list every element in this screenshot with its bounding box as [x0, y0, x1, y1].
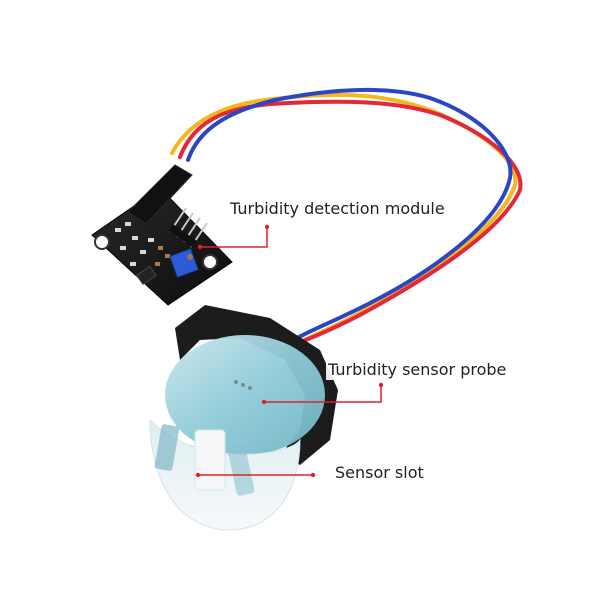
- callout-lines: [198, 227, 382, 476]
- label-turbidity-detection-module: Turbidity detection module: [228, 199, 447, 219]
- wire-red: [178, 99, 523, 352]
- callout-line-module: [200, 227, 268, 248]
- label-turbidity-sensor-probe: Turbidity sensor probe: [326, 360, 509, 380]
- cable-wires: [170, 87, 523, 354]
- detection-module-board: [91, 164, 233, 306]
- turbidity-sensor-probe: [149, 305, 338, 531]
- callout-dots: [195, 224, 384, 478]
- label-sensor-slot: Sensor slot: [333, 463, 426, 483]
- potentiometer: [169, 248, 199, 278]
- wire-blue: [186, 87, 513, 348]
- callout-line-probe: [264, 385, 382, 403]
